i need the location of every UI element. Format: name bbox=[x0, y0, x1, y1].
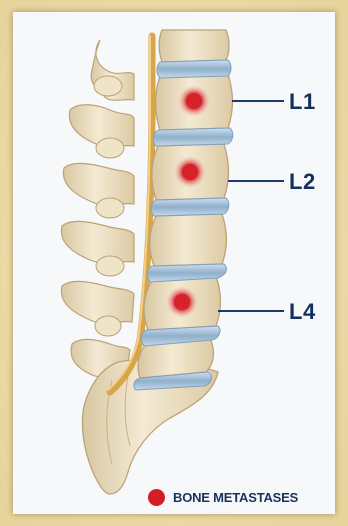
label-l1: L1 bbox=[289, 89, 316, 115]
label-l4: L4 bbox=[289, 299, 316, 325]
legend-marker-icon bbox=[148, 489, 165, 506]
label-l2: L2 bbox=[289, 169, 316, 195]
vertebra-l3 bbox=[150, 214, 227, 266]
legend: BONE METASTASES bbox=[148, 487, 298, 507]
legend-label: BONE METASTASES bbox=[173, 490, 298, 505]
